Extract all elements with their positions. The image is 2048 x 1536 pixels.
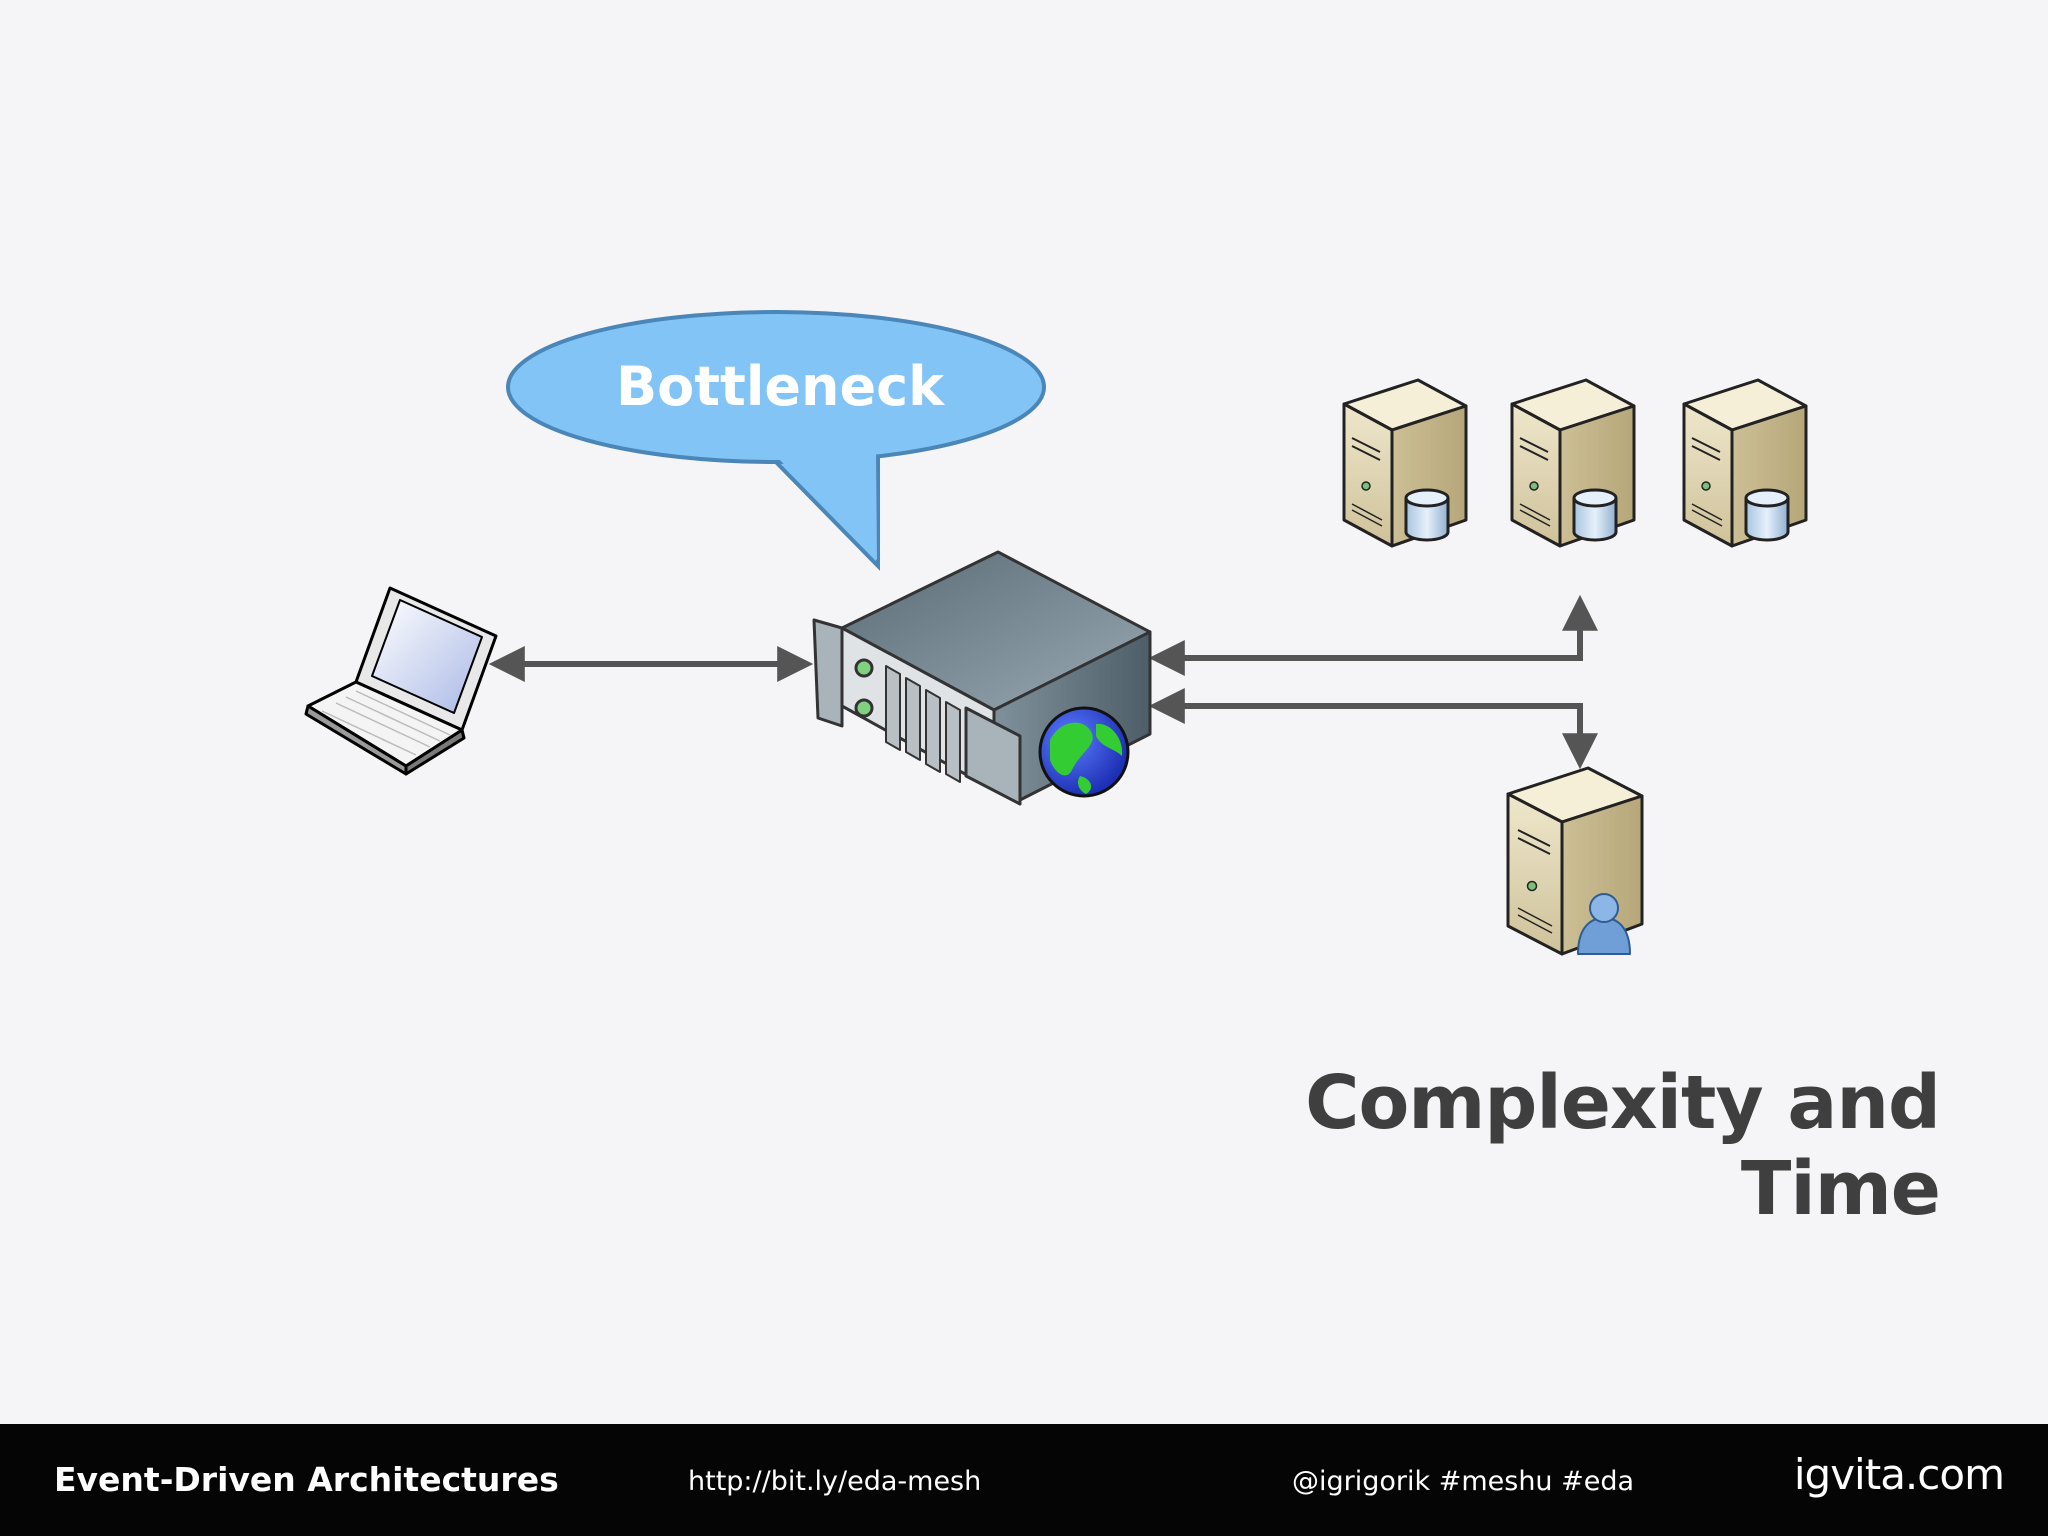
footer-bar: Event-Driven Architectures http://bit.ly… xyxy=(0,1424,2048,1536)
user-server-icon xyxy=(1506,766,1644,956)
server-database-arrow xyxy=(1148,594,1598,676)
brand-logo[interactable]: igvita.com xyxy=(1793,1450,2005,1499)
architecture-diagram xyxy=(304,310,1808,956)
bottleneck-label: Bottleneck xyxy=(615,355,944,418)
rack-server-globe-icon xyxy=(812,550,1152,806)
slide: Bottleneck Complexity and Time xyxy=(304,310,1941,1232)
server-user-arrow xyxy=(1148,688,1598,770)
social-handle: @igrigorik #meshu #eda xyxy=(1292,1466,1635,1497)
connection-arrows xyxy=(488,594,1598,770)
laptop-icon xyxy=(304,586,498,776)
database-server-icon-1 xyxy=(1342,378,1468,548)
presentation-title: Event-Driven Architectures xyxy=(54,1460,559,1499)
short-link[interactable]: http://bit.ly/eda-mesh xyxy=(688,1466,982,1497)
bottleneck-callout xyxy=(506,310,1046,571)
database-server-icon-2 xyxy=(1510,378,1636,548)
slide-title: Complexity and Time xyxy=(1305,1060,1941,1232)
database-server-icon-3 xyxy=(1682,378,1808,548)
